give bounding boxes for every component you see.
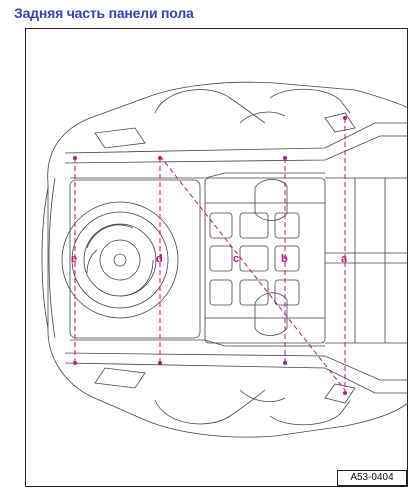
spare-wheel (61, 201, 179, 319)
section-line-c (159, 155, 346, 391)
page-title: Задняя часть панели пола (14, 5, 194, 21)
tank-opening-top (254, 179, 288, 221)
upper-wheel-arch (154, 89, 266, 124)
section-label-b: b (281, 253, 288, 265)
body-outline (47, 81, 408, 438)
floor-panel-drawing: e d c b a (41, 81, 408, 438)
section-label-c: c (233, 253, 239, 265)
center-floor-panel (204, 177, 326, 344)
lower-wheel-arch (154, 389, 266, 425)
figure-frame (25, 28, 408, 487)
section-label-e: e (71, 253, 77, 265)
figure-code: A53-0404 (337, 470, 407, 486)
section-label-d: d (156, 253, 163, 265)
tank-opening-bottom (254, 292, 288, 336)
section-label-a: a (341, 253, 348, 265)
spare-wheel-well (69, 179, 201, 339)
